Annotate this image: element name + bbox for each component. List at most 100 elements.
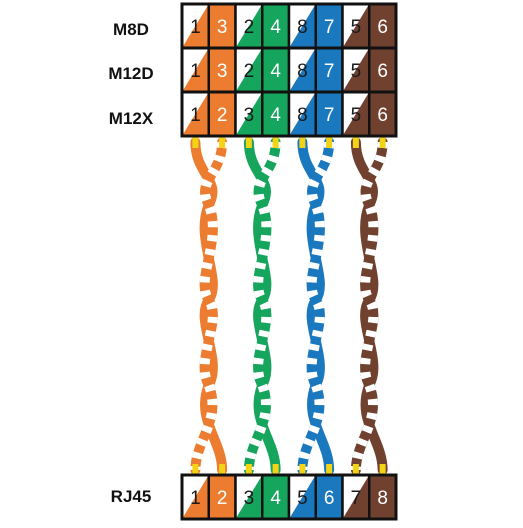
pin-number: 6 — [377, 105, 388, 126]
pin-tip-top — [219, 136, 226, 148]
pin-number: 8 — [297, 61, 308, 82]
pin-fill-diagonal — [182, 4, 209, 48]
pin-number: 7 — [351, 488, 362, 509]
pin-fill — [262, 92, 289, 136]
pin-fill-diagonal — [289, 4, 316, 48]
pin-cell: 2 — [234, 2, 264, 50]
pin-number: 5 — [351, 17, 362, 38]
wire-stripe — [243, 141, 281, 471]
pin-cell: 1 — [180, 2, 210, 50]
pin-fill — [262, 475, 289, 519]
pin-number: 2 — [244, 61, 255, 82]
pin-cell: 1 — [180, 473, 210, 521]
pin-number: 1 — [190, 61, 201, 82]
pin-number: 4 — [270, 488, 281, 509]
pin-fill-diagonal — [182, 48, 209, 92]
pin-cell: 3 — [207, 46, 237, 94]
pin-fill — [315, 475, 343, 519]
pin-number: 5 — [351, 105, 362, 126]
pin-fill — [315, 92, 343, 136]
pin-fill-diagonal — [289, 48, 316, 92]
pin-cell: 6 — [368, 90, 398, 138]
pin-tip-bottom — [272, 464, 279, 476]
pin-tip-top — [299, 136, 306, 148]
connector-label-m12x: M12X — [108, 109, 154, 128]
pin-tip-bottom — [379, 464, 386, 476]
pin-cell: 6 — [314, 473, 344, 521]
pin-cell: 1 — [180, 46, 210, 94]
pin-cell: 7 — [314, 90, 344, 138]
pin-cell: 3 — [207, 2, 237, 50]
pin-cell: 4 — [261, 46, 291, 94]
pin-fill — [369, 4, 396, 48]
pin-cell: 5 — [341, 90, 371, 138]
pin-number: 5 — [297, 488, 308, 509]
pin-cell: 7 — [314, 46, 344, 94]
pin-tip-top — [272, 136, 279, 148]
pin-number: 3 — [244, 105, 255, 126]
pin-cell: 6 — [368, 2, 398, 50]
pin-tip-bottom — [299, 464, 306, 476]
pin-number: 3 — [217, 17, 228, 38]
pin-fill — [369, 48, 396, 92]
wire-pair-blue — [297, 136, 335, 476]
pin-fill-diagonal — [342, 48, 370, 92]
wire-pair-brown — [350, 136, 388, 476]
pin-fill-diagonal — [289, 475, 316, 519]
wire-pair-orange — [190, 136, 228, 476]
pin-cell: 5 — [341, 46, 371, 94]
pin-fill-diagonal — [289, 92, 316, 136]
pin-fill-diagonal — [235, 48, 263, 92]
pin-cell: 8 — [287, 2, 317, 50]
pin-cell: 3 — [234, 90, 264, 138]
pin-number: 1 — [190, 17, 201, 38]
pin-fill-diagonal — [342, 475, 370, 519]
pin-number: 6 — [324, 488, 335, 509]
pin-cell: 2 — [207, 473, 237, 521]
pin-fill — [208, 48, 236, 92]
pin-number: 4 — [270, 105, 281, 126]
pin-tip-bottom — [352, 464, 359, 476]
wire-pair-green — [243, 136, 281, 476]
connector-label-m12d: M12D — [108, 64, 154, 83]
pin-cell: 3 — [234, 473, 264, 521]
pin-cell: 7 — [314, 2, 344, 50]
pin-fill-diagonal — [235, 475, 263, 519]
pin-number: 7 — [324, 105, 335, 126]
pin-number: 1 — [190, 105, 201, 126]
pin-tip-bottom — [219, 464, 226, 476]
pin-tip-top — [326, 136, 333, 148]
pin-cell: 7 — [341, 473, 371, 521]
pin-fill-diagonal — [235, 92, 263, 136]
pin-cell: 2 — [207, 90, 237, 138]
connector-label-rj45: RJ45 — [110, 487, 152, 506]
pin-cell: 8 — [368, 473, 398, 521]
wire-stripe — [190, 141, 228, 471]
pin-cell: 8 — [287, 46, 317, 94]
pin-number: 4 — [270, 61, 281, 82]
pin-cell: 4 — [261, 2, 291, 50]
pin-fill — [262, 4, 289, 48]
pin-fill — [369, 475, 396, 519]
pin-number: 2 — [217, 105, 228, 126]
pin-number: 6 — [377, 17, 388, 38]
pin-number: 6 — [377, 61, 388, 82]
pin-fill — [369, 92, 396, 136]
pin-fill-diagonal — [342, 4, 370, 48]
wire-stripe — [297, 141, 335, 471]
pin-tip-bottom — [326, 464, 333, 476]
pin-cell: 4 — [261, 90, 291, 138]
pin-number: 3 — [217, 61, 228, 82]
connector-outline — [180, 473, 398, 521]
pin-tip-top — [192, 136, 199, 148]
pin-number: 1 — [190, 488, 201, 509]
pin-cell: 5 — [341, 2, 371, 50]
pin-number: 7 — [324, 17, 335, 38]
pin-number: 8 — [377, 488, 388, 509]
pin-tip-top — [352, 136, 359, 148]
pin-fill — [315, 48, 343, 92]
pin-number: 8 — [297, 105, 308, 126]
